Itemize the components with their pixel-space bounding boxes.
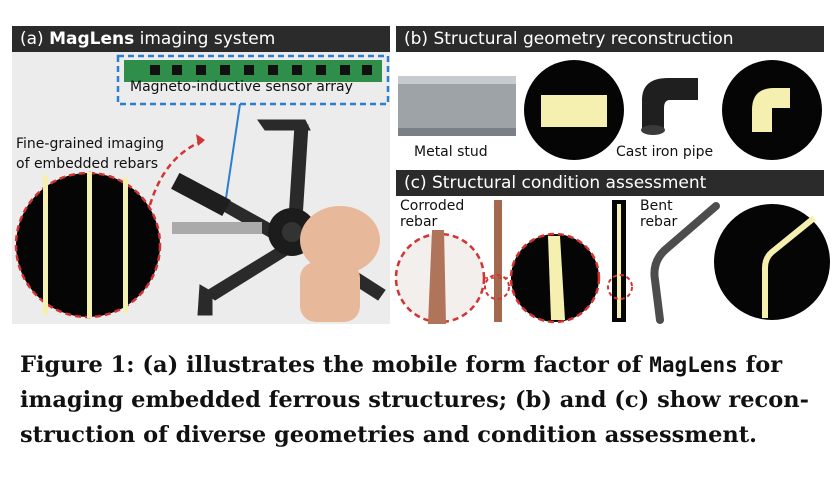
figure-caption: Figure 1: (a) illustrates the mobile for… xyxy=(20,348,820,453)
bent-label-2: rebar xyxy=(640,214,678,230)
maglens-name: MagLens xyxy=(49,29,135,49)
sensor-array-label: Magneto-inductive sensor array xyxy=(130,79,353,95)
cast-iron-pipe-photo xyxy=(641,78,698,135)
caption-line-3: struction of diverse geometries and cond… xyxy=(20,422,758,448)
panel-c-header: (c) Structural condition assessment xyxy=(396,170,824,196)
hand xyxy=(300,206,380,322)
sensor-board xyxy=(124,60,382,82)
caption-line-1: Figure 1: (a) illustrates the mobile for… xyxy=(20,352,783,378)
caption-line-2: imaging embedded ferrous structures; (b)… xyxy=(20,387,809,413)
metal-stud-label: Metal stud xyxy=(414,144,488,160)
panel-a-header: (a) MagLens imaging system xyxy=(12,26,390,52)
fine-grained-label-2: of embedded rebars xyxy=(16,156,158,172)
corroded-label-1: Corroded xyxy=(400,198,465,214)
bent-label-1: Bent xyxy=(640,198,673,214)
bent-rebar-photo xyxy=(650,202,720,324)
metal-stud-photo xyxy=(398,76,516,136)
caption-system-name: MagLens xyxy=(649,353,738,377)
panel-b-header: (b) Structural geometry reconstruction xyxy=(396,26,824,52)
sensor-array-callout xyxy=(116,54,390,106)
cast-iron-pipe-label: Cast iron pipe xyxy=(616,144,714,160)
bent-recon-circle xyxy=(714,204,830,320)
fine-grained-label-1: Fine-grained imaging xyxy=(16,136,165,152)
corroded-label-2: rebar xyxy=(400,214,438,230)
